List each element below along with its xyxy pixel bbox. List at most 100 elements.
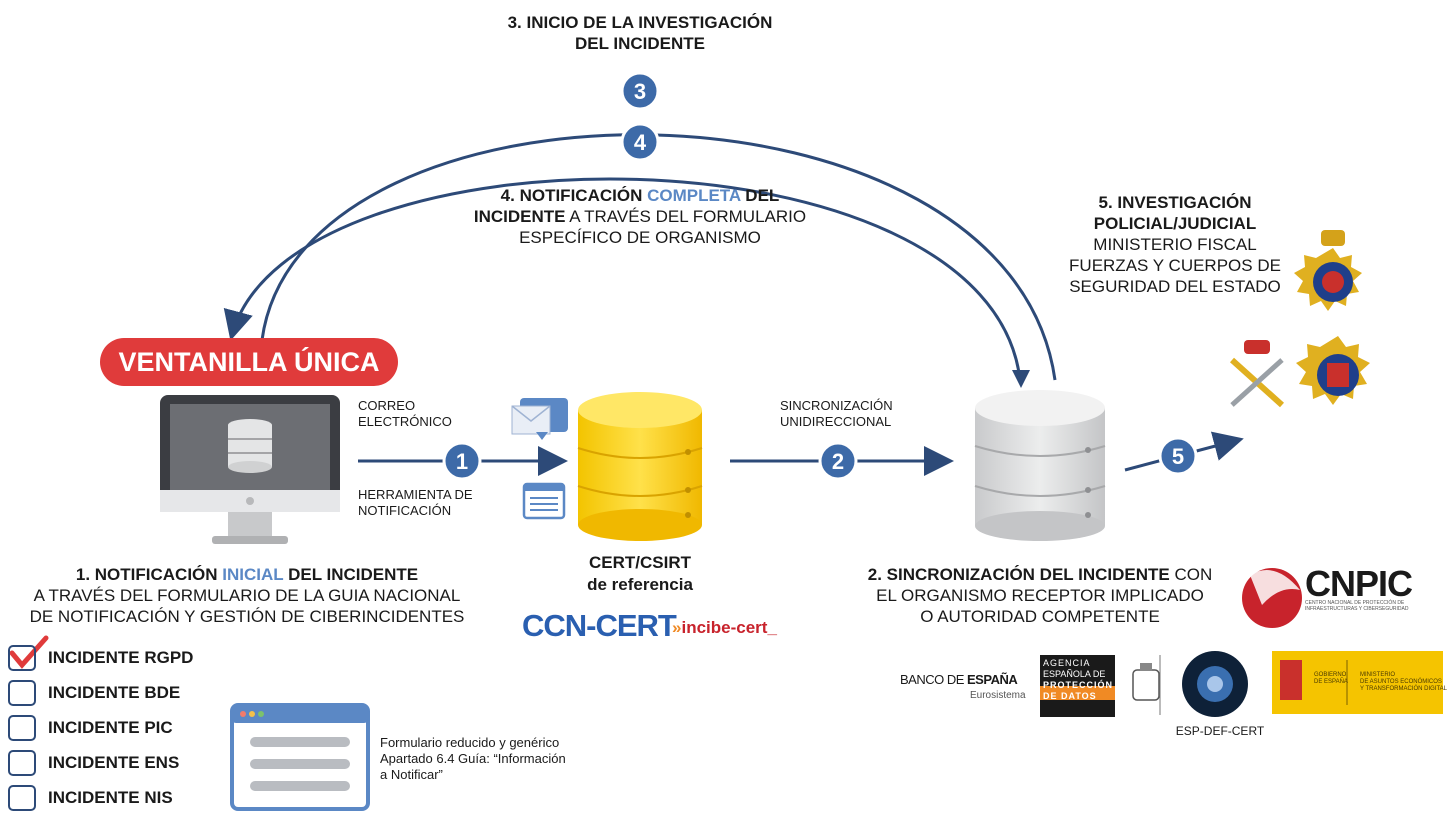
step5-line3: MINISTERIO FISCAL bbox=[1093, 235, 1257, 254]
police-badge-icon bbox=[1296, 336, 1370, 405]
step2-line2: EL ORGANISMO RECEPTOR IMPLICADO bbox=[876, 586, 1204, 605]
monitor-icon bbox=[160, 395, 340, 544]
cert-line1: CERT/CSIRT bbox=[589, 553, 691, 572]
step4-line1-b: COMPLETA bbox=[647, 186, 741, 205]
ccn-cert-logo: CCN-CERT bbox=[522, 608, 677, 643]
cert-line2: de referencia bbox=[587, 575, 693, 594]
step1-line1-b: INICIAL bbox=[222, 565, 284, 584]
step1-description: 1. NOTIFICACIÓN INICIAL DEL INCIDENTE A … bbox=[2, 564, 492, 627]
checkbox-row-bde[interactable]: INCIDENTE BDE bbox=[8, 678, 193, 708]
badge-step4 bbox=[620, 122, 660, 162]
checkbox-pic[interactable] bbox=[8, 715, 36, 741]
gobierno-line1: GOBIERNO bbox=[1314, 672, 1347, 678]
ministerio-line1: MINISTERIO bbox=[1360, 672, 1396, 678]
cnpic-logo-icon bbox=[1242, 568, 1302, 628]
channel-tool-line1: HERRAMIENTA DE bbox=[358, 487, 473, 502]
step1-line1-c: DEL INCIDENTE bbox=[283, 565, 419, 584]
form-note-line1: Formulario reducido y genérico bbox=[380, 735, 560, 750]
step5-line1: 5. INVESTIGACIÓN bbox=[1098, 193, 1252, 212]
badge-step2 bbox=[818, 441, 858, 481]
step4-line1-a: 4. NOTIFICACIÓN bbox=[500, 186, 648, 205]
channel-email-line1: CORREO bbox=[358, 398, 416, 413]
channel-tool-label: HERRAMIENTA DE NOTIFICACIÓN bbox=[358, 487, 498, 519]
sync-line2: UNIDIRECCIONAL bbox=[780, 414, 892, 429]
checkbox-label-nis: INCIDENTE NIS bbox=[48, 788, 173, 807]
generic-form-icon bbox=[230, 703, 370, 811]
incibe-cert-logo: »incibe-cert_ bbox=[672, 618, 777, 638]
checkbox-row-rgpd[interactable]: INCIDENTE RGPD bbox=[8, 643, 193, 673]
step2-line1-a: 2. SINCRONIZACIÓN DEL INCIDENTE bbox=[867, 565, 1170, 584]
step2-line3: O AUTORIDAD COMPETENTE bbox=[920, 607, 1160, 626]
arc-step4 bbox=[223, 177, 1022, 381]
coat-of-arms-icon bbox=[1132, 663, 1160, 701]
checkbox-ens[interactable] bbox=[8, 750, 36, 776]
cnpic-logo-text: CNPIC bbox=[1305, 563, 1413, 604]
aepd-logo-text: AGENCIA ESPAÑOLA DE PROTECCIÓN DE DATOS bbox=[1043, 658, 1115, 702]
aepd-line4: DE DATOS bbox=[1043, 691, 1097, 701]
checkbox-label-bde: INCIDENTE BDE bbox=[48, 683, 181, 702]
badge-step1-number: 1 bbox=[455, 449, 469, 474]
channel-tool-line2: NOTIFICACIÓN bbox=[358, 503, 452, 518]
badge-step3-number: 3 bbox=[633, 79, 647, 104]
checkbox-label-rgpd: INCIDENTE RGPD bbox=[48, 648, 194, 667]
cert-label: CERT/CSIRT de referencia bbox=[560, 552, 720, 596]
checkbox-nis[interactable] bbox=[8, 785, 36, 811]
badge-step2-number: 2 bbox=[831, 449, 845, 474]
step4-line1-c: DEL bbox=[740, 186, 780, 205]
channel-email-label: CORREO ELECTRÓNICO bbox=[358, 398, 478, 430]
aepd-logo-icon bbox=[1040, 655, 1115, 717]
sync-label: SINCRONIZACIÓN UNIDIRECCIONAL bbox=[780, 398, 920, 430]
ministerio-line2: DE ASUNTOS ECONÓMICOS bbox=[1360, 679, 1442, 685]
receptor-database-icon bbox=[974, 390, 1106, 541]
step2-line1-b: CON bbox=[1169, 565, 1213, 584]
checkbox-row-pic[interactable]: INCIDENTE PIC bbox=[8, 713, 193, 743]
badge-step1 bbox=[442, 441, 482, 481]
banco-text-a: BANCO DE bbox=[900, 672, 968, 687]
police-emblem-icon bbox=[1294, 230, 1362, 311]
checkbox-row-nis[interactable]: INCIDENTE NIS bbox=[8, 783, 193, 813]
banco-subtitle: Eurosistema bbox=[970, 690, 1026, 701]
checkbox-label-pic: INCIDENTE PIC bbox=[48, 718, 173, 737]
badge-step4-number: 4 bbox=[633, 130, 647, 155]
step1-line3: DE NOTIFICACIÓN Y GESTIÓN DE CIBERINCIDE… bbox=[29, 607, 465, 626]
step1-line2: A TRAVÉS DEL FORMULARIO DE LA GUIA NACIO… bbox=[33, 586, 461, 605]
checkbox-bde[interactable] bbox=[8, 680, 36, 706]
cert-database-icon bbox=[577, 392, 703, 541]
badge-step3 bbox=[620, 71, 660, 111]
checkbox-rgpd[interactable] bbox=[8, 645, 36, 671]
step1-line1-a: 1. NOTIFICACIÓN bbox=[75, 565, 223, 584]
step3-line1: 3. INICIO DE LA INVESTIGACIÓN bbox=[507, 13, 773, 32]
channel-email-line2: ELECTRÓNICO bbox=[358, 414, 452, 429]
incident-type-list: INCIDENTE RGPD INCIDENTE BDE INCIDENTE P… bbox=[8, 643, 193, 813]
badge-step5-number: 5 bbox=[1171, 444, 1185, 469]
espdef-seal-icon bbox=[1182, 651, 1248, 717]
email-icon bbox=[511, 398, 568, 440]
banco-espana-logo: BANCO DE ESPAÑA bbox=[900, 672, 1018, 687]
step5-line5: SEGURIDAD DEL ESTADO bbox=[1069, 277, 1281, 296]
step3-heading: 3. INICIO DE LA INVESTIGACIÓN DEL INCIDE… bbox=[480, 12, 800, 54]
aepd-line1: AGENCIA bbox=[1043, 658, 1091, 668]
gobierno-line2: DE ESPAÑA bbox=[1314, 679, 1348, 685]
gobierno-logo-icon bbox=[1272, 651, 1443, 714]
step5-line4: FUERZAS Y CUERPOS DE bbox=[1069, 256, 1281, 275]
aepd-line3: PROTECCIÓN bbox=[1043, 680, 1114, 690]
checkbox-row-ens[interactable]: INCIDENTE ENS bbox=[8, 748, 193, 778]
sync-line1: SINCRONIZACIÓN bbox=[780, 398, 893, 413]
ventanilla-unica-pill: VENTANILLA ÚNICA bbox=[100, 338, 398, 386]
incibe-arrow-icon: » bbox=[672, 618, 682, 637]
ministerio-text: MINISTERIO DE ASUNTOS ECONÓMICOS Y TRANS… bbox=[1360, 672, 1447, 693]
step2-description: 2. SINCRONIZACIÓN DEL INCIDENTE CON EL O… bbox=[835, 564, 1245, 627]
cnpic-subtitle: CENTRO NACIONAL DE PROTECCIÓN DE INFRAES… bbox=[1305, 600, 1409, 612]
arrowhead-server bbox=[1012, 370, 1030, 388]
step3-line2: DEL INCIDENTE bbox=[574, 34, 706, 53]
incibe-cert-text: incibe-cert_ bbox=[681, 618, 777, 637]
gobierno-text: GOBIERNO DE ESPAÑA bbox=[1314, 672, 1348, 686]
form-note: Formulario reducido y genérico Apartado … bbox=[380, 735, 590, 783]
form-tool-icon bbox=[522, 482, 566, 520]
step4-line2-a: INCIDENTE bbox=[473, 207, 566, 226]
step4-line3: ESPECÍFICO DE ORGANISMO bbox=[519, 228, 761, 247]
step4-description: 4. NOTIFICACIÓN COMPLETA DEL INCIDENTE A… bbox=[410, 185, 870, 248]
espdef-label: ESP-DEF-CERT bbox=[1175, 724, 1265, 738]
form-note-line3: a Notificar” bbox=[380, 767, 443, 782]
